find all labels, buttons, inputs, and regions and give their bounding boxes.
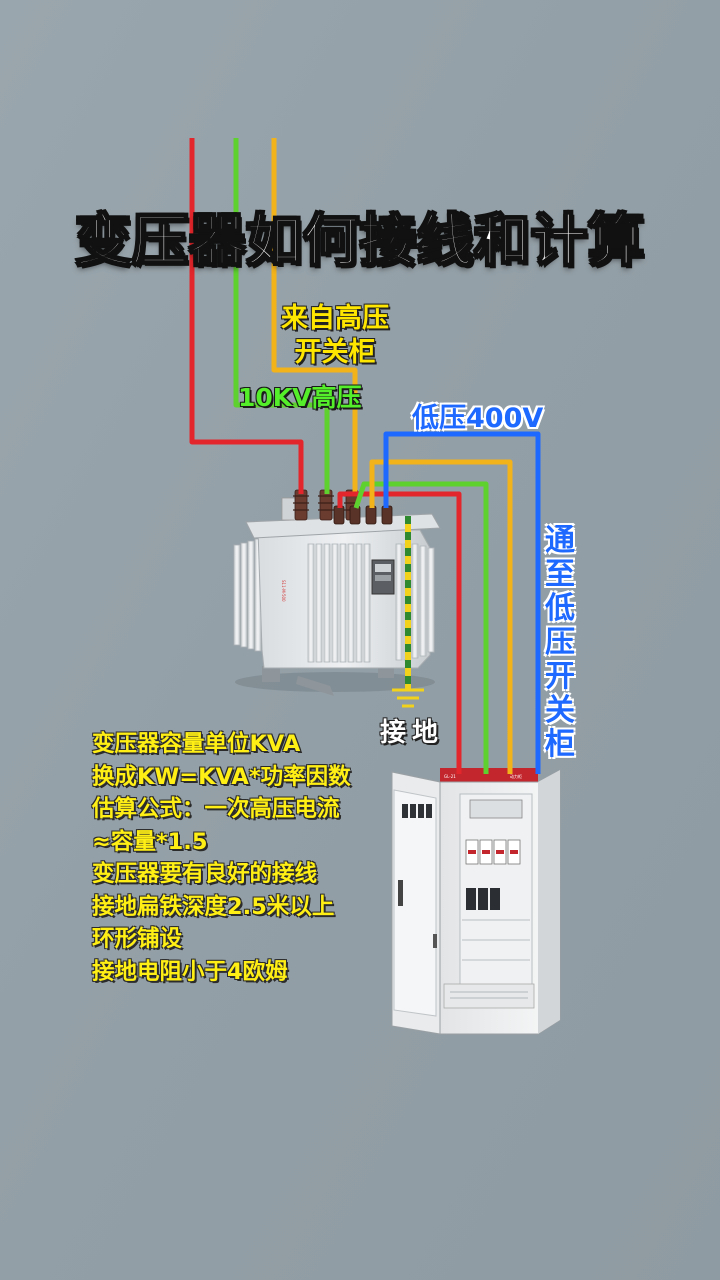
calculation-notes: 变压器容量单位KVA 换成KW=KVA*功率因数 估算公式：一次高压电流 ≈容量…: [92, 728, 351, 988]
svg-text:GL-21: GL-21: [444, 774, 456, 779]
lv-green-wire: [353, 481, 489, 774]
note-line: 变压器容量单位KVA: [92, 731, 301, 757]
hv-green-wire: [233, 138, 330, 494]
page-title: 变压器如何接线和计算: [74, 208, 645, 275]
switch-cabinet-image: GL-21 动力柜: [391, 768, 561, 1035]
lv-red-wire: [337, 491, 462, 774]
svg-text:S11-M-500: S11-M-500: [281, 580, 286, 602]
note-line: 环形铺设: [92, 926, 183, 952]
note-line: ≈容量*1.5: [92, 828, 208, 855]
lv-blue-wire: [383, 431, 541, 774]
note-line: 接地扁铁深度2.5米以上: [92, 893, 335, 920]
transformer-image: S11-M-500: [233, 489, 441, 696]
note-line: 换成KW=KVA*功率因数: [92, 763, 351, 790]
lv-voltage-label: 低压400V: [412, 403, 544, 434]
note-line: 估算公式：一次高压电流: [92, 796, 340, 822]
ground-label: 接地: [380, 718, 445, 748]
hv-voltage-label: 10KV高压: [238, 383, 362, 412]
svg-text:动力柜: 动力柜: [510, 773, 522, 779]
ground-symbol-icon: [392, 688, 424, 708]
note-line: 变压器要有良好的接线: [92, 861, 318, 887]
hv-yellow-wire: [271, 138, 358, 494]
hv-source-label: 来自高压 开关柜: [281, 303, 389, 368]
note-line: 接地电阻小于4欧姆: [92, 958, 288, 985]
hv-red-wire: [189, 138, 304, 494]
to-lv-cabinet-label: 通至低压开关柜: [545, 523, 575, 762]
lv-yellow-wire: [369, 459, 513, 774]
